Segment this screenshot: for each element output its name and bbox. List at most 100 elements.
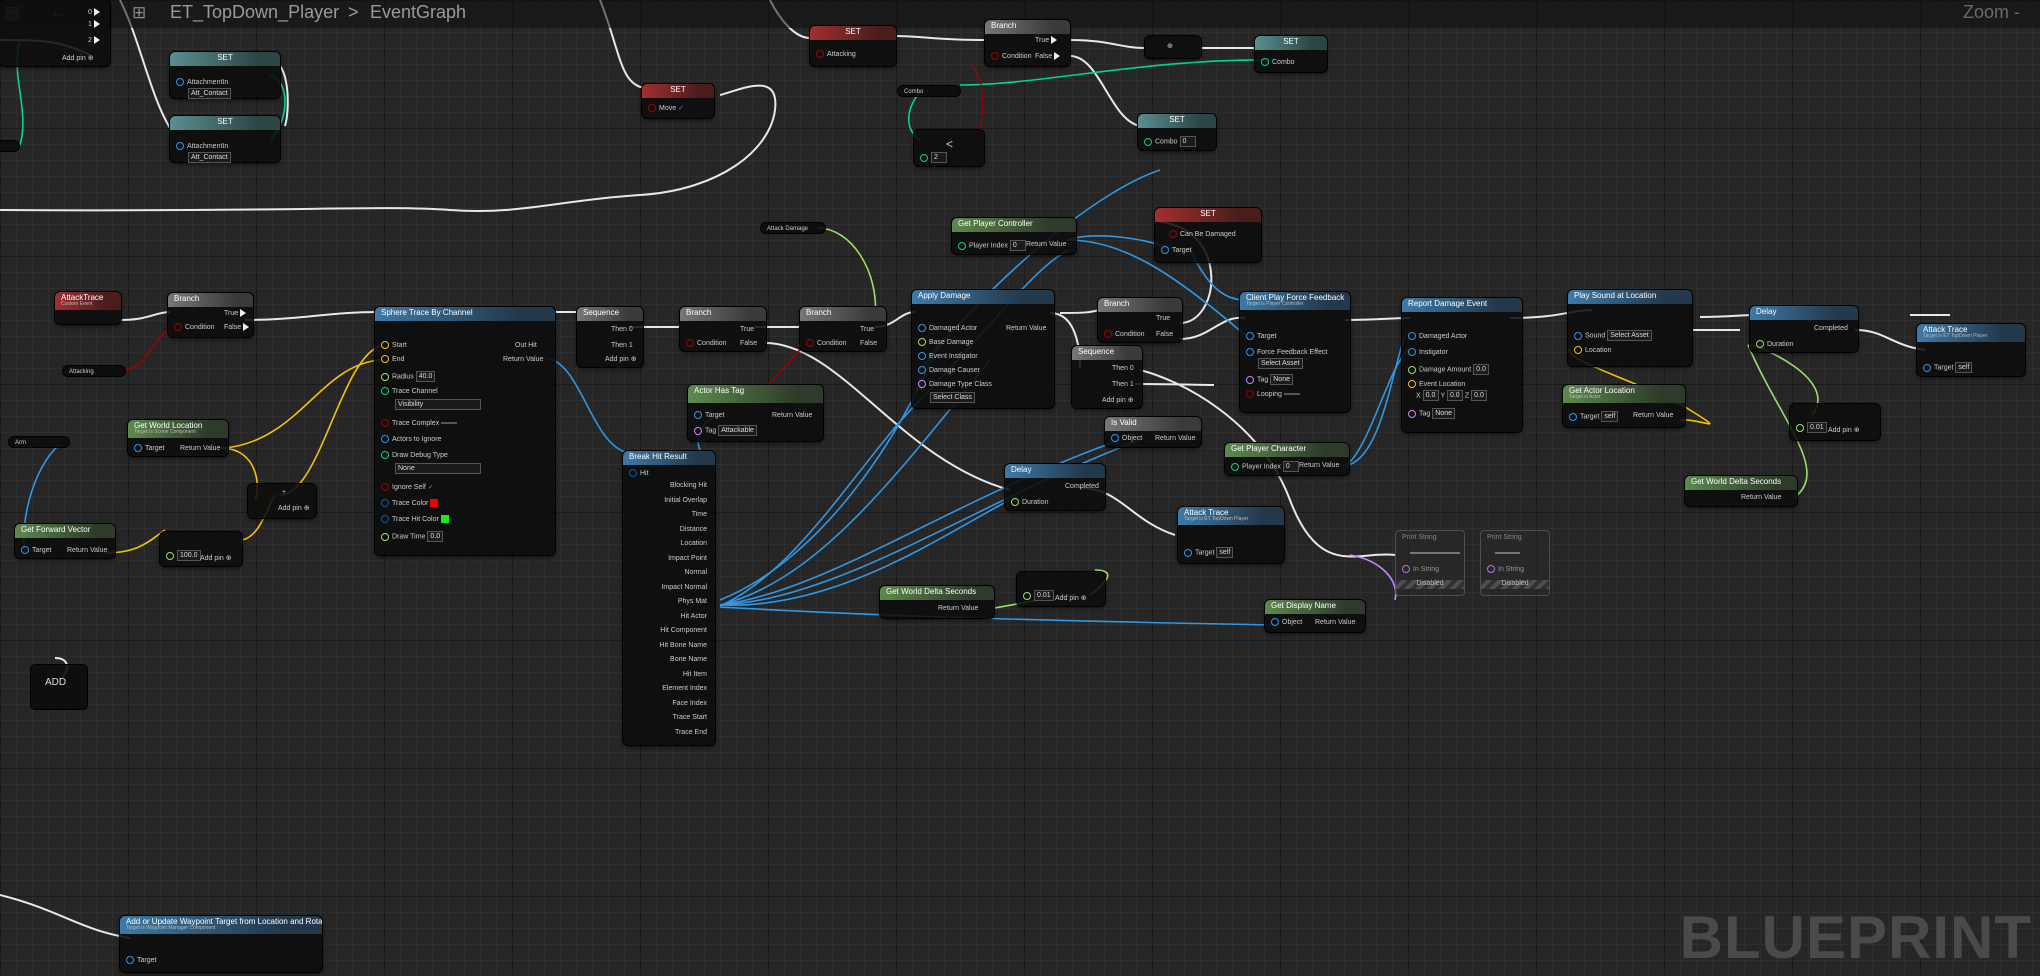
breadcrumb-graph[interactable]: EventGraph: [370, 2, 467, 22]
node-get-world-delta-1[interactable]: Get World Delta Seconds Return Value: [880, 586, 994, 618]
node-delay-1[interactable]: Delay Completed Duration: [1005, 464, 1105, 510]
break-hit-pin[interactable]: Element Index: [662, 685, 707, 692]
node-get-forward-vector[interactable]: Get Forward Vector Target Return Value: [15, 524, 115, 558]
node-set-attacking[interactable]: SET Attacking: [810, 26, 896, 66]
node-branch-4[interactable]: Branch True Condition False: [1098, 298, 1182, 342]
node-sequence-1[interactable]: Sequence Then 0 Then 1 Add pin ⊕: [577, 307, 643, 367]
multiply-input[interactable]: 100.0: [177, 550, 201, 561]
location-z-input[interactable]: 0.0: [1471, 390, 1488, 401]
node-get-world-delta-2[interactable]: Get World Delta Seconds Return Value: [1685, 476, 1797, 506]
break-hit-pin[interactable]: Hit Bone Name: [659, 641, 707, 649]
player-index-input[interactable]: 0: [1009, 240, 1026, 251]
less-than-input[interactable]: 2: [931, 152, 947, 163]
node-set-move[interactable]: SET Move ✓: [642, 84, 714, 118]
node-set-attachment-1[interactable]: SET AttachmentIn Att_Contact: [170, 52, 280, 99]
node-get-player-controller[interactable]: Get Player Controller Player Index 0 Ret…: [952, 218, 1076, 254]
node-set-combo[interactable]: SET Combo: [1255, 36, 1327, 72]
add-pin-button[interactable]: Add pin ⊕: [1055, 595, 1087, 602]
report-tag-input[interactable]: None: [1432, 408, 1455, 419]
location-y-input[interactable]: 0.0: [1446, 390, 1463, 401]
add-pin-button[interactable]: Add pin ⊕: [605, 356, 637, 363]
node-select-top-left[interactable]: 0 1 2 Add pin ⊕: [0, 0, 110, 66]
node-branch-top[interactable]: Branch True Condition False: [985, 20, 1070, 66]
node-set-attachment-2[interactable]: SET AttachmentIn Att_Contact: [170, 116, 280, 163]
node-less-than[interactable]: < 2: [914, 130, 984, 166]
node-get-combo[interactable]: Combo: [897, 85, 961, 97]
add-pin-button[interactable]: Add pin ⊕: [62, 55, 94, 62]
node-add-array[interactable]: ADD: [30, 664, 88, 710]
node-sequence-2[interactable]: Sequence Then 0 Then 1 Add pin ⊕: [1072, 346, 1142, 408]
node-set-combo-zero[interactable]: SET Combo 0: [1138, 114, 1216, 150]
node-add-vector[interactable]: + Add pin ⊕: [248, 484, 316, 518]
attachment-dropdown[interactable]: Att_Contact: [188, 88, 231, 99]
add-pin-button[interactable]: Add pin ⊕: [200, 555, 232, 562]
location-x-input[interactable]: 0.0: [1422, 390, 1439, 401]
break-hit-pin[interactable]: Normal: [684, 569, 707, 576]
node-add-or-update-waypoint[interactable]: Add or Update Waypoint Target from Locat…: [120, 916, 322, 972]
node-var-left-edge[interactable]: [0, 140, 20, 152]
node-get-arm[interactable]: Arm: [8, 436, 70, 448]
attachment-dropdown[interactable]: Att_Contact: [188, 152, 231, 163]
node-report-damage-event[interactable]: Report Damage Event Damaged Actor Instig…: [1402, 298, 1522, 432]
break-hit-pin[interactable]: Hit Component: [660, 627, 707, 634]
trace-complex-checkbox[interactable]: [441, 422, 458, 425]
debug-type-dropdown[interactable]: None: [395, 463, 481, 474]
break-hit-pin[interactable]: Hit Item: [682, 670, 707, 678]
damage-amount-input[interactable]: 0.0: [1473, 364, 1490, 375]
node-apply-damage[interactable]: Apply Damage Damaged Actor Return Value …: [912, 290, 1054, 408]
break-hit-pin[interactable]: Time: [691, 511, 707, 518]
force-feedback-asset-dropdown[interactable]: Select Asset: [1258, 358, 1303, 369]
node-play-sound-at-location[interactable]: Play Sound at Location Sound Select Asse…: [1568, 290, 1692, 366]
node-add-float-2[interactable]: 0.01 Add pin ⊕: [1790, 404, 1880, 440]
combo-value-input[interactable]: 0: [1179, 136, 1196, 147]
node-get-attack-damage[interactable]: Attack Damage: [760, 222, 826, 234]
node-branch-3[interactable]: Branch True Condition False: [800, 307, 886, 351]
node-delay-2[interactable]: Delay Completed Duration: [1750, 306, 1858, 352]
break-hit-pin[interactable]: Phys Mat: [677, 598, 707, 605]
add-pin-button[interactable]: Add pin ⊕: [1828, 427, 1860, 434]
damage-type-dropdown[interactable]: Select Class: [930, 392, 975, 403]
break-hit-pin[interactable]: Hit Actor: [680, 612, 707, 620]
draw-time-input[interactable]: 0.0: [427, 531, 444, 542]
target-self-input[interactable]: self: [1955, 362, 1973, 373]
add-pin-button[interactable]: Add pin ⊕: [1102, 397, 1134, 404]
sound-asset-dropdown[interactable]: Select Asset: [1607, 330, 1652, 341]
target-self-input[interactable]: self: [1601, 411, 1619, 422]
add-float-input[interactable]: 0.01: [1034, 590, 1054, 601]
node-print-string-2-disabled[interactable]: Print String In String Disabled: [1480, 530, 1550, 596]
add-pin-button[interactable]: Add pin ⊕: [278, 505, 310, 512]
node-is-valid[interactable]: Is Valid Object Return Value: [1105, 417, 1201, 447]
break-hit-pin[interactable]: Face Index: [672, 699, 707, 707]
player-index-input[interactable]: 0: [1282, 461, 1299, 472]
looping-checkbox[interactable]: [1283, 393, 1300, 396]
break-hit-pin[interactable]: Trace Start: [672, 714, 707, 721]
tag-input[interactable]: Attackable: [718, 425, 757, 436]
break-hit-pin[interactable]: Initial Overlap: [664, 496, 707, 504]
break-hit-pin[interactable]: Impact Point: [668, 554, 707, 562]
add-float-input[interactable]: 0.01: [1807, 422, 1827, 433]
node-print-string-1-disabled[interactable]: Print String In String Disabled: [1395, 530, 1465, 596]
break-hit-pin[interactable]: Impact Normal: [661, 583, 707, 591]
node-actor-has-tag[interactable]: Actor Has Tag Target Return Value Tag At…: [688, 385, 823, 441]
node-get-display-name[interactable]: Get Display Name Object Return Value: [1265, 600, 1365, 632]
exec-pin[interactable]: [93, 20, 100, 29]
break-hit-pin[interactable]: Bone Name: [670, 656, 707, 663]
break-hit-pin[interactable]: Trace End: [674, 728, 707, 736]
trace-channel-dropdown[interactable]: Visibility: [395, 399, 481, 410]
node-get-player-character[interactable]: Get Player Character Player Index 0 Retu…: [1225, 443, 1349, 475]
node-branch-1[interactable]: Branch True Condition False: [168, 293, 253, 337]
break-hit-pin[interactable]: Location: [680, 540, 707, 547]
node-get-attacking[interactable]: Attacking: [62, 365, 126, 377]
ff-tag-input[interactable]: None: [1270, 374, 1293, 385]
break-hit-pin[interactable]: Distance: [679, 525, 707, 533]
break-hit-pin[interactable]: Blocking Hit: [670, 482, 707, 489]
target-self-input[interactable]: self: [1216, 547, 1234, 558]
